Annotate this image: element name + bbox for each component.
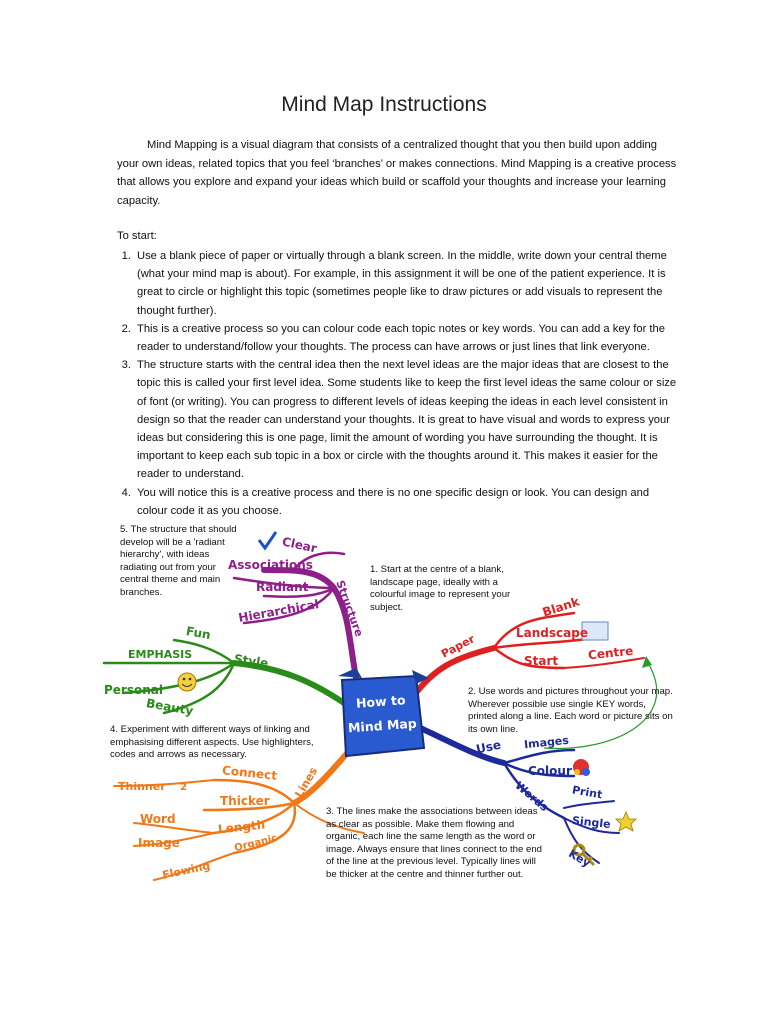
label-thinner-number: 2 [180, 782, 187, 793]
step-text: The structure starts with the central id… [137, 359, 677, 481]
label-thinner: Thinner [118, 780, 166, 793]
note-5-structure: 5. The structure that should develop wil… [120, 524, 237, 598]
key-icon [572, 843, 596, 867]
intro-text: Mind Mapping is a visual diagram that co… [117, 139, 677, 207]
label-thicker: Thicker [220, 794, 270, 808]
step-number: 1. [121, 250, 131, 262]
note-3-lines: 3. The lines make the associations betwe… [326, 806, 542, 880]
label-landscape: Landscape [516, 626, 588, 640]
palette-icon [573, 759, 590, 776]
mind-map-branches [102, 531, 658, 881]
step-number: 2. [121, 322, 131, 335]
step-text: This is a creative process so you can co… [137, 322, 665, 354]
arrow-head [642, 656, 652, 668]
label-start: Start [524, 654, 559, 668]
step-number: 3. [121, 359, 131, 372]
page-title: Mind Map Instructions [281, 93, 487, 116]
mind-map-figure: How to Mind Map Structure Clear Associat… [94, 518, 674, 898]
star-icon [615, 810, 637, 832]
steps-list: 1. Use a blank piece of paper or virtuall… [117, 247, 682, 520]
step-text: Use a blank piece of paper or virtually … [137, 250, 667, 317]
step-item: 2. This is a creative process so you can … [117, 320, 682, 356]
structure-branch-lines [232, 551, 359, 681]
step-number: 4. [121, 486, 131, 499]
lines-branch-lines [113, 740, 365, 881]
label-radiant: Radiant [256, 580, 309, 594]
label-associations: Associations [228, 558, 313, 572]
label-personal: Personal [104, 683, 163, 697]
step-item: 1. Use a blank piece of paper or virtuall… [117, 247, 682, 320]
note-4-experiment: 4. Experiment with different ways of lin… [110, 724, 314, 761]
smiley-icon [177, 672, 197, 692]
note-1-start: 1. Start at the centre of a blank, lands… [370, 564, 511, 613]
rectangle-icon [581, 621, 609, 641]
label-emphasis: EMPHASIS [128, 648, 193, 661]
step-item: 4. You will notice this is a creative pro… [117, 484, 682, 520]
link-arrow [543, 659, 658, 750]
note-2-words: 2. Use words and pictures throughout you… [468, 686, 673, 735]
label-word: Word [140, 812, 176, 826]
label-colour: Colour [528, 764, 572, 778]
start-label: To start: [117, 230, 157, 242]
check-icon [257, 531, 278, 551]
step-text: You will notice this is a creative proce… [137, 486, 650, 517]
step-item: 3. The structure starts with the central … [117, 356, 682, 483]
label-image: Image [138, 836, 180, 850]
central-image [338, 668, 429, 758]
intro-paragraph: Mind Mapping is a visual diagram that co… [117, 136, 677, 210]
